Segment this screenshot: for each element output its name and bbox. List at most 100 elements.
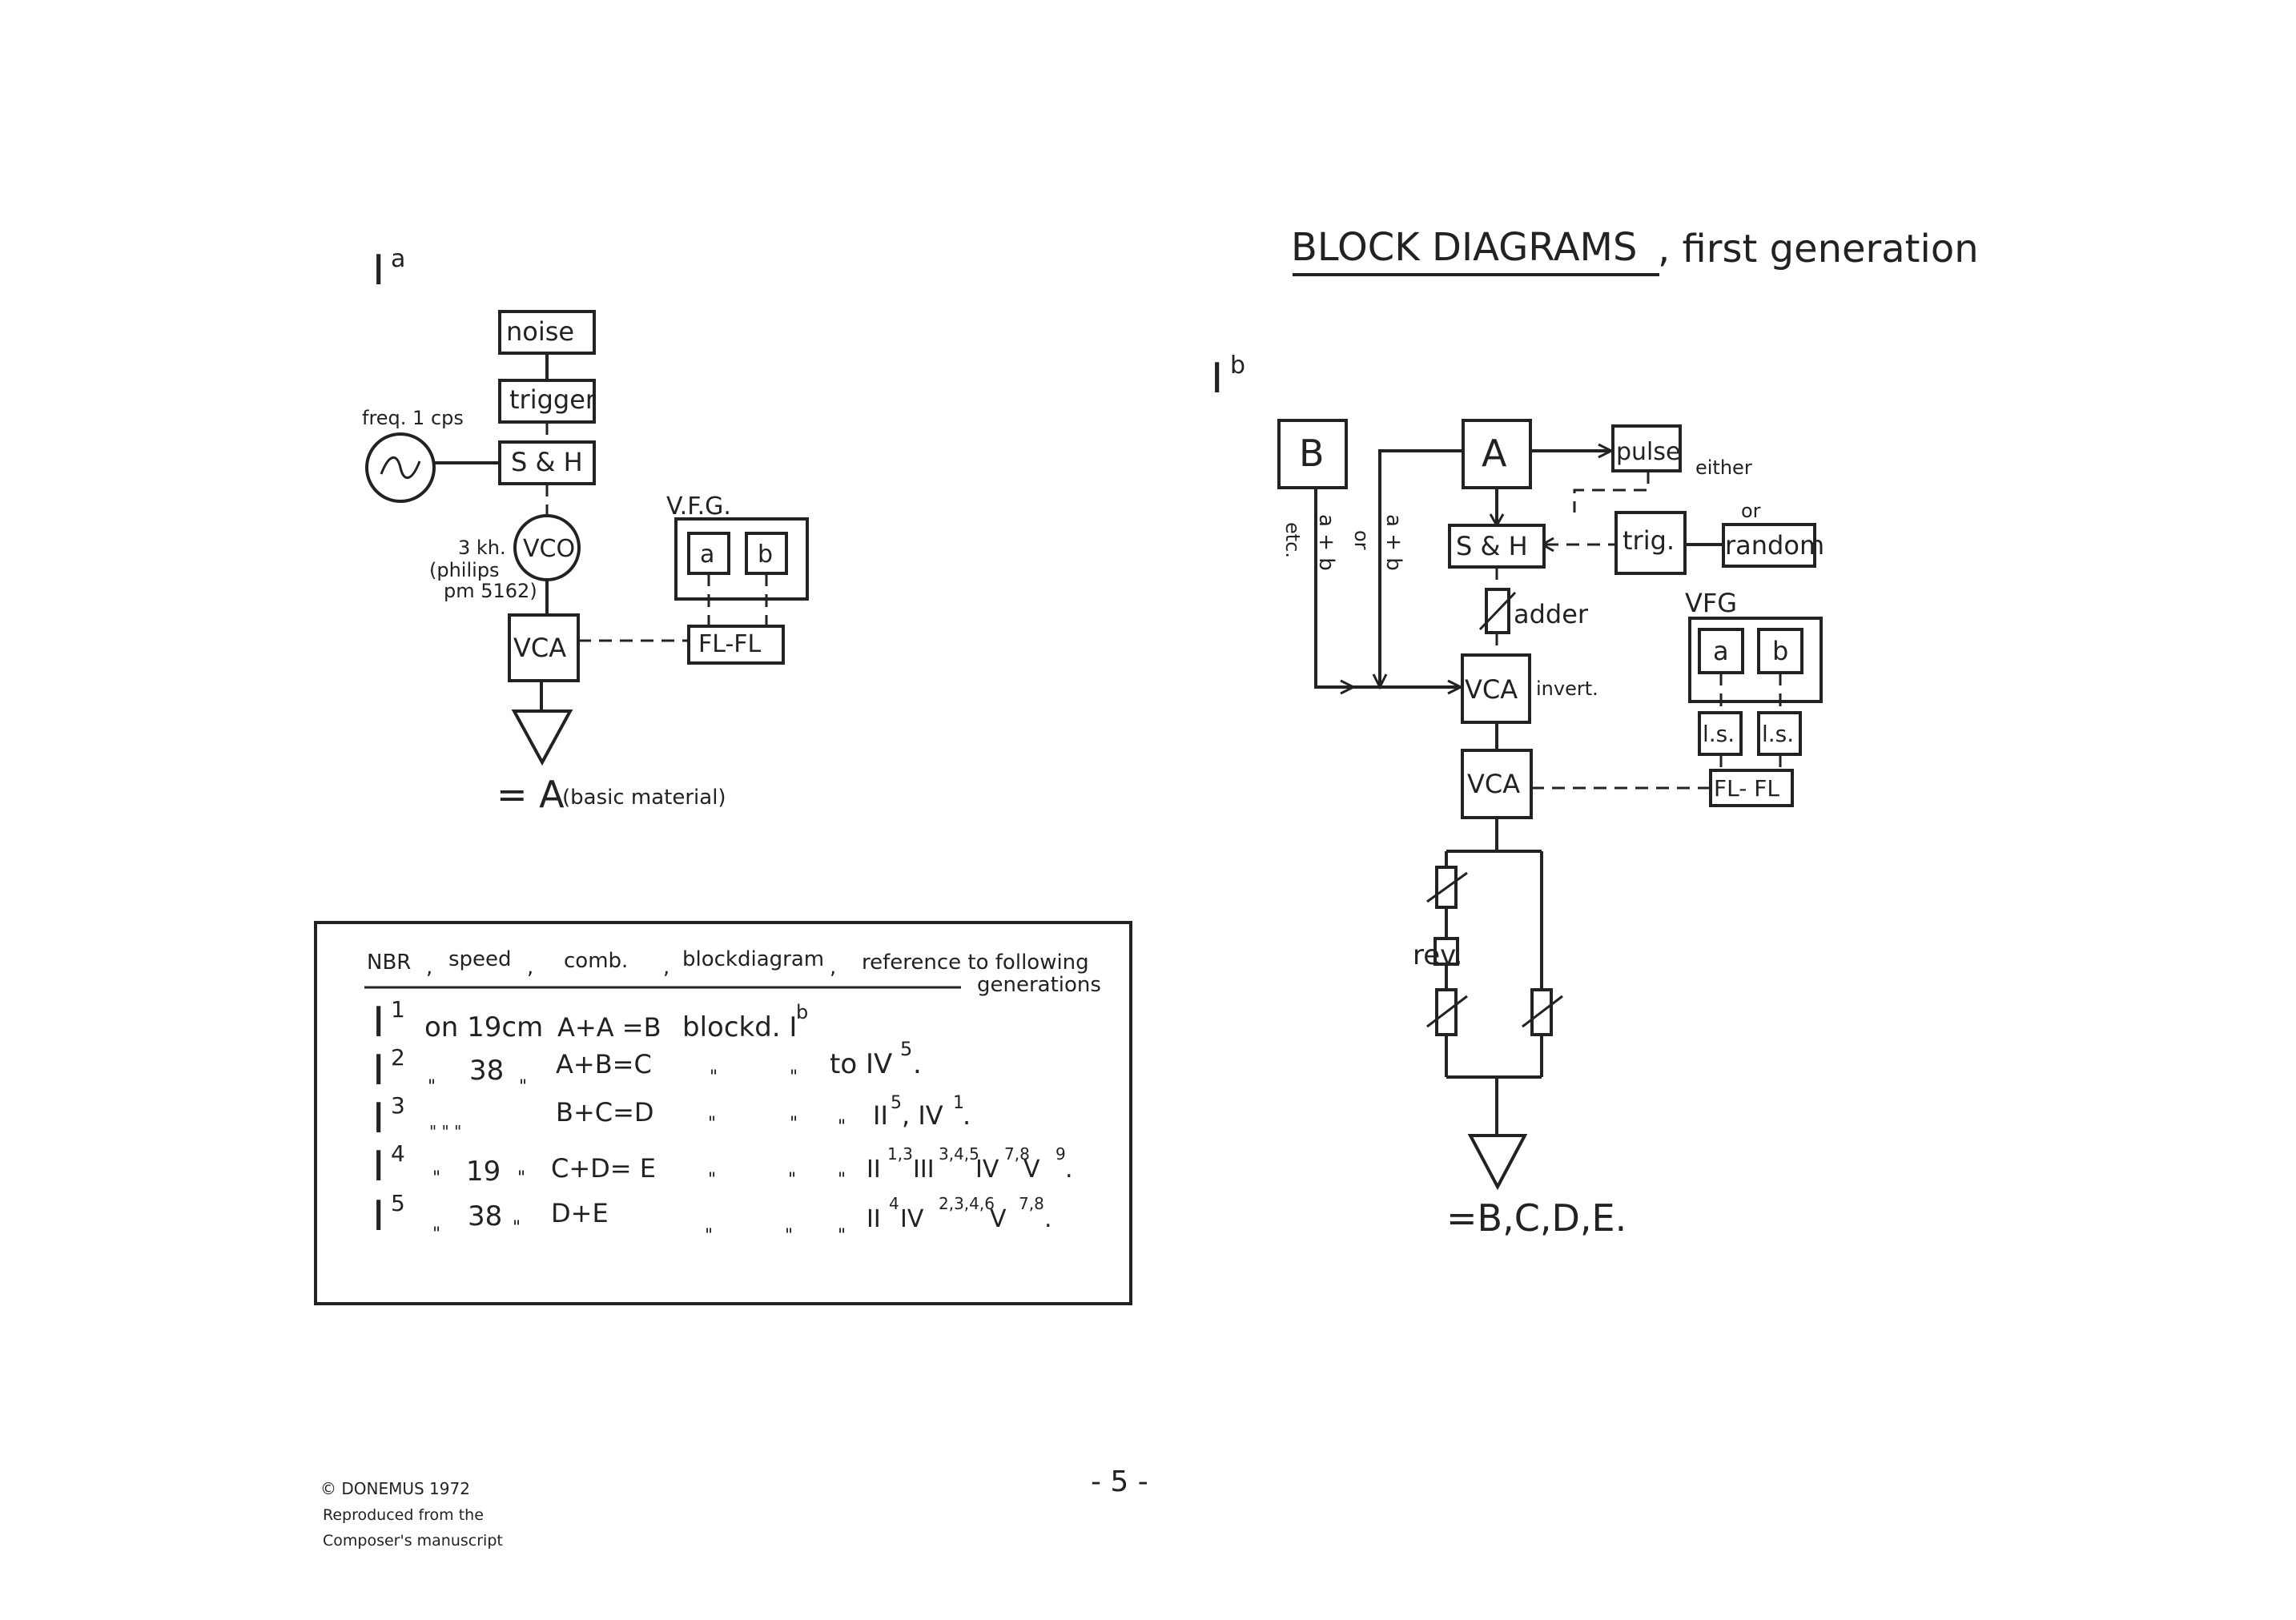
row4-nbr-sup: 4: [391, 1140, 405, 1167]
pulse-label: pulse: [1616, 438, 1680, 466]
vco-note-3: pm 5162): [444, 580, 537, 602]
b-label: B: [1299, 432, 1325, 475]
row3-comb: B+C=D: [556, 1097, 654, 1128]
right-filter-slash: [1522, 995, 1563, 1028]
output-triangle-a: [511, 710, 573, 766]
row5-ref-sup: 4: [889, 1194, 899, 1213]
row4-speed: 19: [466, 1156, 501, 1188]
pulse-trig-dash: [1573, 471, 1650, 513]
row2-ref: to IV: [830, 1048, 892, 1080]
row4-ref-post: III: [913, 1156, 935, 1184]
row5-ref-sup3: 7,8: [1019, 1194, 1044, 1213]
vfg-a-label: a: [700, 541, 714, 569]
row3-block2: ": [790, 1114, 798, 1134]
vca2-label: VCA: [1467, 769, 1520, 799]
row4-speed-pre: ": [432, 1168, 440, 1188]
a-pulse-arrow: [1598, 443, 1614, 459]
side-apb-1: a + b: [1314, 514, 1338, 571]
row4-block: ": [708, 1170, 716, 1190]
b-box: [1277, 419, 1348, 489]
rev-box: [1433, 937, 1459, 966]
vfg-label-a: V.F.G.: [666, 492, 731, 521]
vca1-input-arrow: [1447, 679, 1464, 695]
row3-nbr-sup: 3: [391, 1092, 405, 1119]
row4-block2: ": [788, 1170, 796, 1190]
header-sep-4: ,: [830, 955, 836, 979]
row4-block3: ": [838, 1170, 846, 1190]
row3-ref: II: [873, 1100, 888, 1131]
row5-block2: ": [785, 1226, 793, 1246]
row2-block2: ": [790, 1067, 798, 1087]
row2-nbr: I: [372, 1047, 384, 1095]
pulse-box: [1611, 424, 1682, 472]
row1-comb: A+A =B: [557, 1012, 661, 1043]
header-sep-1: ,: [426, 955, 432, 979]
row5-block3: ": [838, 1226, 846, 1246]
row3-block3: ": [838, 1117, 846, 1137]
row5-speed-post: ": [513, 1218, 521, 1238]
header-nbr: NBR: [367, 951, 411, 975]
vca1-label: VCA: [1465, 674, 1518, 705]
row3-speed: " " ": [429, 1122, 461, 1141]
page-title: BLOCK DIAGRAMS , first generation: [1291, 225, 1979, 276]
copyright-line-1: © DONEMUS 1972: [320, 1479, 470, 1498]
sh-label-b: S & H: [1456, 531, 1528, 561]
b-feed-arrow: [1340, 679, 1357, 695]
diagram-ia-label: I: [372, 247, 384, 295]
vfg-label-b: VFG: [1685, 588, 1737, 618]
trigger-label: trigger: [509, 384, 597, 415]
row4-ref-end: .: [1065, 1156, 1073, 1184]
row4-speed-post: ": [517, 1168, 525, 1188]
table-row: I 1 on 19cm A+A =B blockd. I b: [372, 996, 808, 1047]
vca2-box: [1461, 749, 1533, 819]
vco-note-1: 3 kh.: [458, 537, 506, 559]
trig-label: trig.: [1622, 525, 1675, 556]
vfg-b-label: b: [758, 541, 773, 569]
row4-comb: C+D= E: [551, 1153, 656, 1184]
a-feed-arrow: [1372, 673, 1388, 690]
vco-label: VCO: [523, 535, 575, 563]
adder-label: adder: [1514, 599, 1589, 629]
row4-ref-post3: V: [1023, 1156, 1040, 1184]
row1-nbr-sup: 1: [391, 996, 405, 1023]
row5-ref-end: .: [1044, 1205, 1052, 1233]
row3-ref-sup2: 1: [953, 1093, 964, 1113]
table-row: I 3 " " " B+C=D " " " II 5 , IV 1 .: [372, 1092, 971, 1143]
row5-ref: II: [867, 1205, 881, 1233]
sh-label-a: S & H: [511, 447, 583, 477]
row2-speed-post: ": [519, 1077, 527, 1097]
diagram-ib-label: I: [1211, 355, 1223, 403]
row4-nbr: I: [372, 1143, 384, 1191]
row5-block: ": [705, 1226, 713, 1246]
noise-label: noise: [506, 316, 574, 347]
left-filter-2-slash: [1426, 995, 1468, 1028]
copyright-line-2: Reproduced from the: [323, 1506, 484, 1524]
left-filter-1-slash: [1426, 871, 1468, 903]
random-label: random: [1725, 530, 1824, 561]
row5-ref-sup2: 2,3,4,6: [939, 1194, 995, 1213]
header-speed: speed: [448, 947, 512, 971]
row4-ref-sup2: 3,4,5: [939, 1144, 979, 1164]
table-row: I 4 " 19 " C+D= E " " " II 1,3 III 3,4,5…: [372, 1140, 1073, 1191]
page-footer: © DONEMUS 1972 Reproduced from the Compo…: [320, 1465, 1148, 1550]
title-text: BLOCK DIAGRAMS: [1291, 225, 1637, 270]
row5-comb: D+E: [551, 1198, 609, 1228]
a-vca-feed: [1378, 449, 1463, 687]
header-reference: reference to following: [862, 951, 1089, 975]
row4-ref: II: [867, 1156, 881, 1184]
side-etc: etc.: [1281, 522, 1304, 558]
row5-speed-pre: ": [432, 1224, 440, 1244]
vca-label-a: VCA: [513, 633, 566, 663]
diagram-ia-label-sup: a: [391, 245, 405, 273]
header-generations: generations: [977, 973, 1101, 997]
page-number: - 5 -: [1091, 1465, 1148, 1498]
rev-label: rev.: [1413, 939, 1462, 971]
row4-ref-post2: IV: [975, 1156, 999, 1184]
or-label: or: [1741, 500, 1761, 522]
header-sep-2: ,: [527, 955, 533, 979]
row2-comb: A+B=C: [556, 1049, 652, 1079]
row2-nbr-sup: 2: [391, 1044, 405, 1071]
diagram-ib: I b B A pulse either or trig. random S &…: [1211, 352, 1824, 1240]
row4-ref-sup3: 7,8: [1004, 1144, 1030, 1164]
row3-ref-end: .: [963, 1100, 971, 1131]
